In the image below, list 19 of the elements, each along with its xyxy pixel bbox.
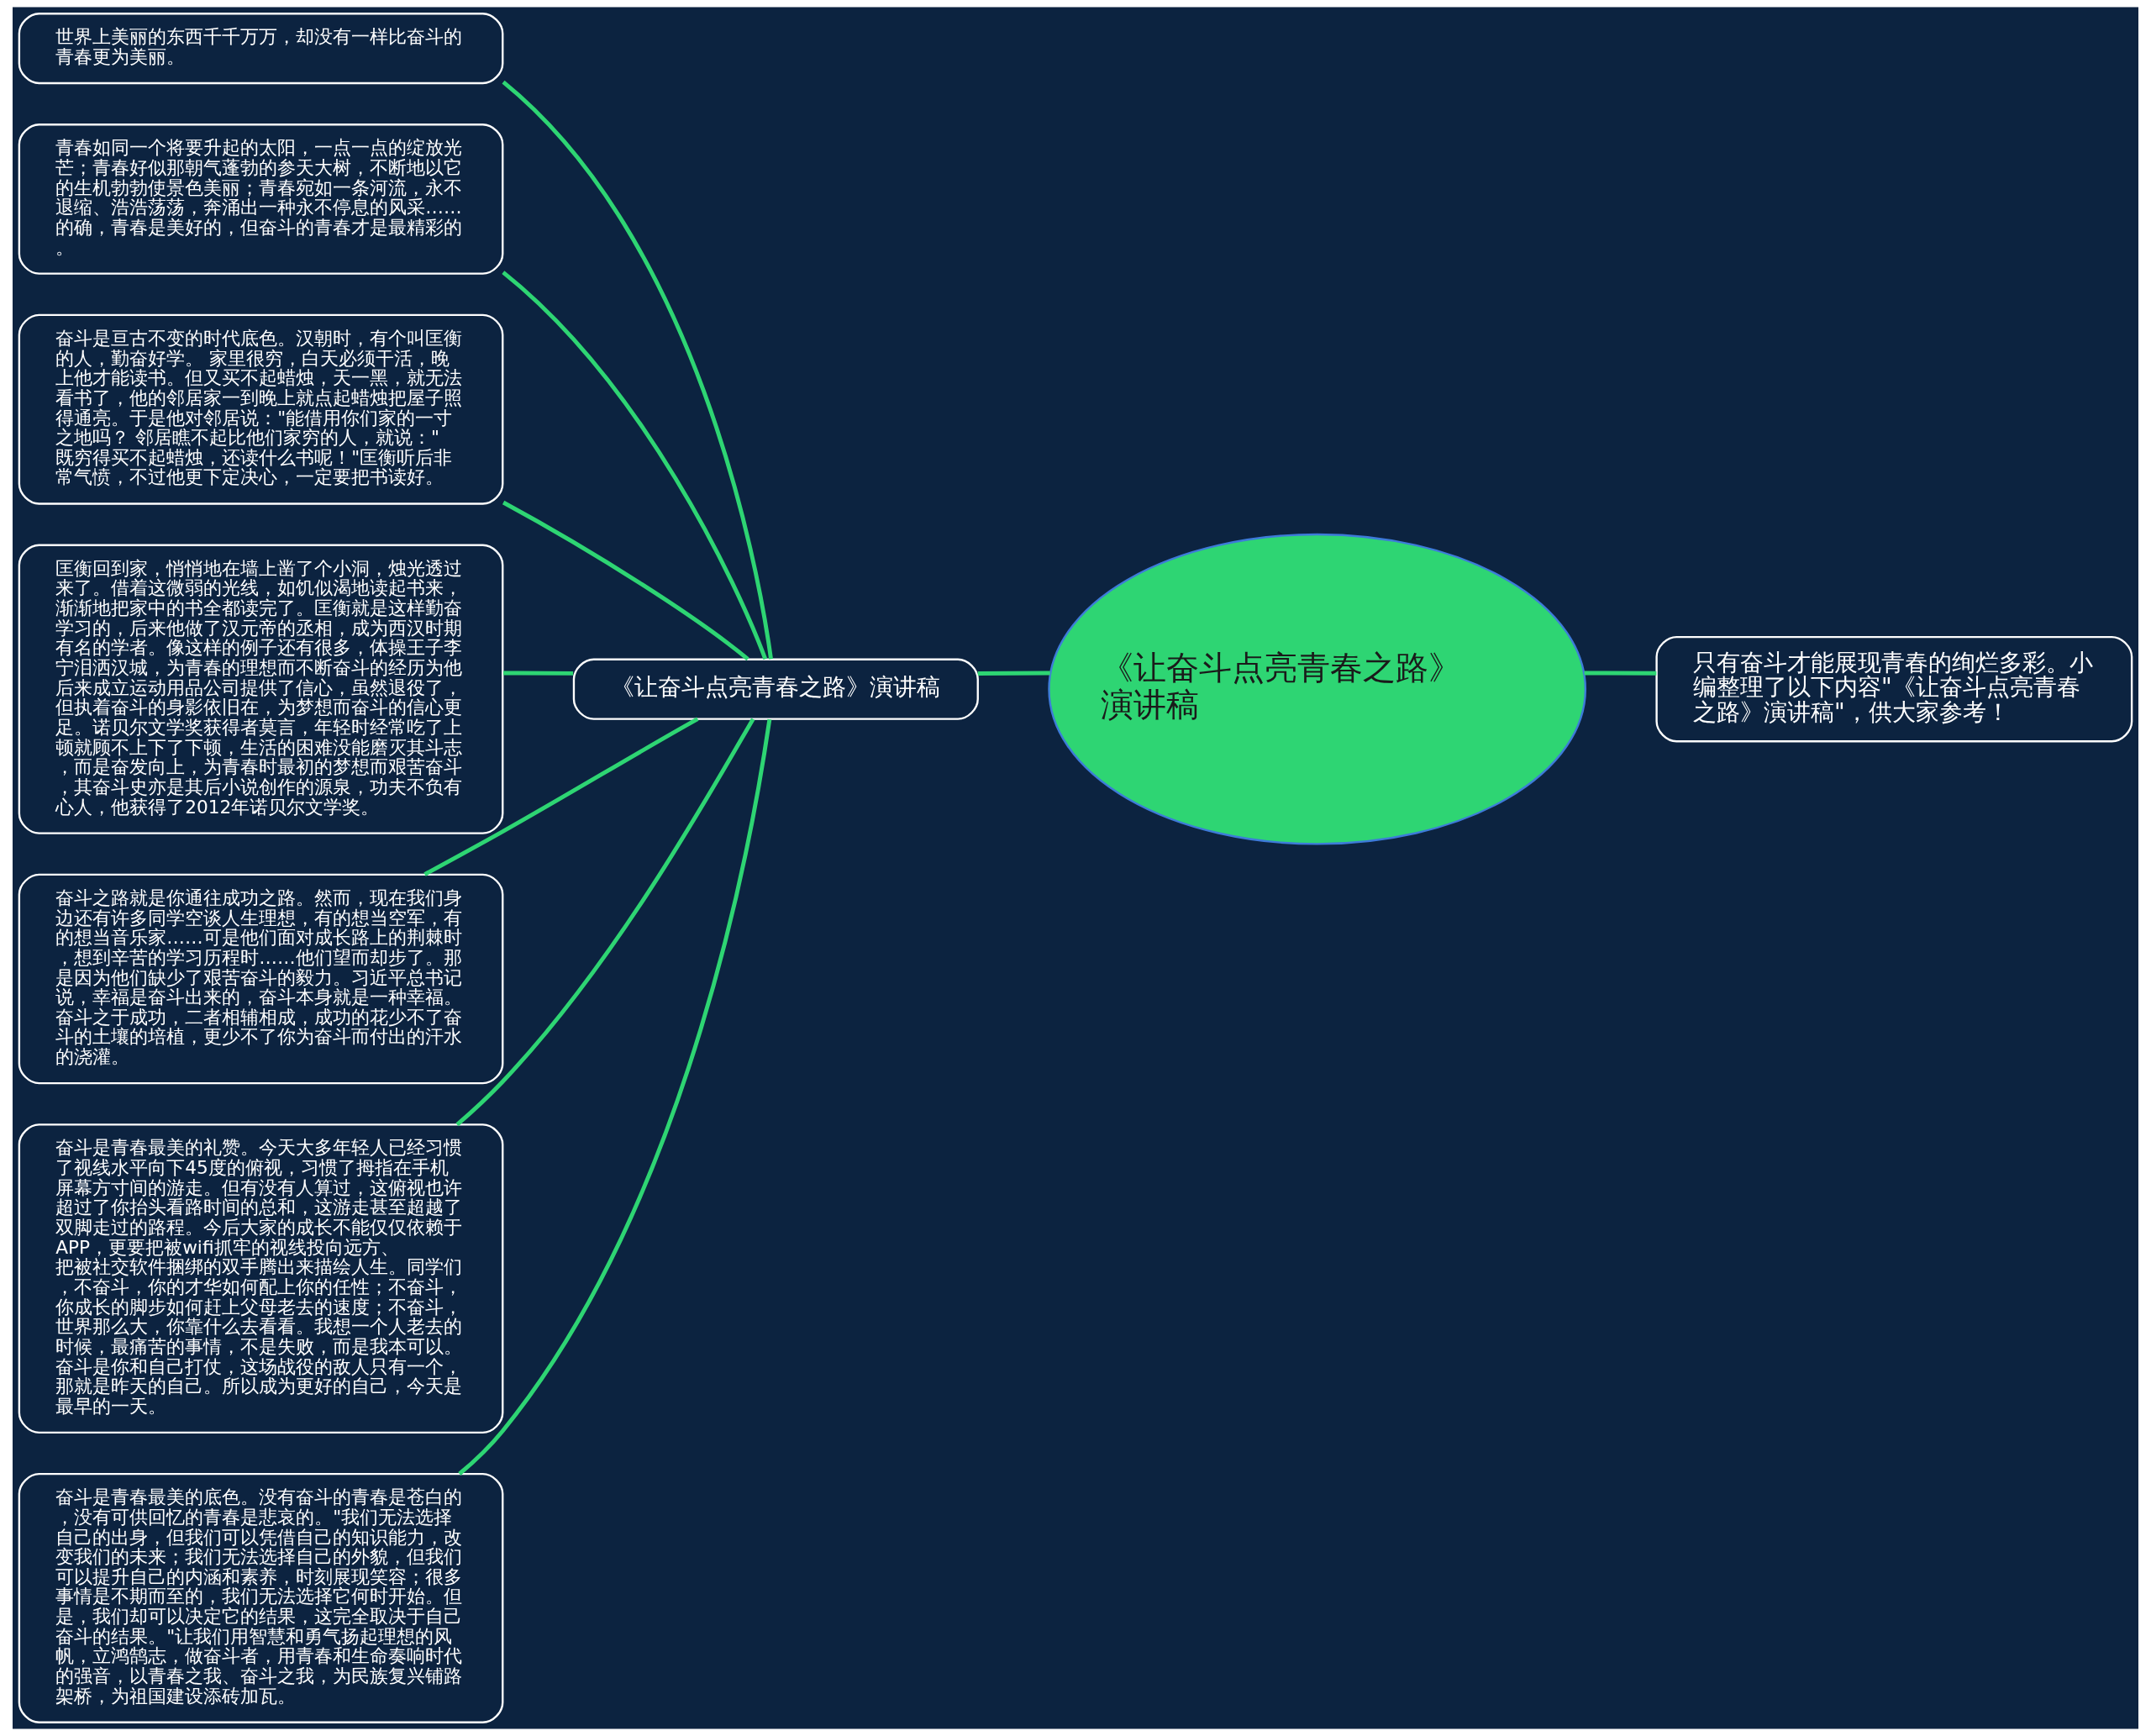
- connector: [423, 717, 699, 876]
- connector: [458, 718, 772, 1476]
- node-box: 青春如同一个将要升起的太阳，一点一点的绽放光芒；青春好似那朝气蓬勃的参天大树，不断地以它的生机勃勃使景色美丽；青春宛如一条河流，永不退缩、浩浩荡荡，奔涌出一种永不停息的风采……的确，青春是美好的，但奋斗的青春才是最精彩的。: [18, 124, 504, 275]
- connector: [502, 80, 773, 660]
- node-ellipse: 《让奋斗点亮青春之路》演讲稿: [1048, 533, 1587, 845]
- node-box: 匡衡回到家，悄悄地在墙上凿了个小洞，烛光透过来了。借着这微弱的光线，如饥似渴地读起书来，渐渐地把家中的书全都读完了。匡衡就是这样勤奋学习的，后来他做了汉元帝的丞相，成为西汉时期有名的学者。像这样的例子还有很多，体操王子李宁泪洒汉城，为青春的理想而不断奋斗的经历为他后来成立运动用品公司提供了信心，虽然退役了，但执着奋斗的身影依旧在，为梦想而奋斗的信心更足。诺贝尔文学奖获得者莫言，年轻时经常吃了上顿就顾不上下了下顿，生活的困难没能磨灭其斗志，而是奋发向上，为青春时最初的梦想而艰苦奋斗，其奋斗史亦是其后小说创作的源泉，功夫不负有心人，他获得了2012年诺贝尔文学奖。: [18, 544, 504, 834]
- node-box: 世界上美丽的东西千千万万，却没有一样比奋斗的青春更为美丽。: [18, 13, 504, 85]
- node-box: 奋斗之路就是你通往成功之路。然而，现在我们身边还有许多同学空谈人生理想，有的想当空军，有的想当音乐家……可是他们面对成长路上的荆棘时，想到辛苦的学习历程时……他们望而却步了。那是因为他们缺少了艰苦奋斗的毅力。习近平总书记说，幸福是奋斗出来的，奋斗本身就是一种幸福。奋斗之于成功，二者相辅相成，成功的花少不了奋斗的土壤的培植，更少不了你为奋斗而付出的汗水的浇灌。: [18, 873, 504, 1085]
- connector: [1584, 671, 1657, 676]
- connector: [977, 671, 1050, 676]
- connector: [503, 671, 574, 676]
- node-box: 奋斗是青春最美的礼赞。今天大多年轻人已经习惯了视线水平向下45度的俯视，习惯了拇指在手机屏幕方寸间的游走。但有没有人算过，这俯视也许超过了你抬头看路时间的总和，这游走甚至超越了双脚走过的路程。今后大家的成长不能仅仅依赖于APP，更要把被wifi抓牢的视线投向远方、把被社交软件捆绑的双手腾出来描绘人生。同学们，不奋斗，你的才华如何配上你的任性；不奋斗，你成长的脚步如何赶上父母老去的速度；不奋斗，世界那么大，你靠什么去看看。我想一个人老去的时候，最痛苦的事情，不是失败，而是我本可以。奋斗是你和自己打仗，这场战役的敌人只有一个，那就是昨天的自己。所以成为更好的自己，今天是最早的一天。: [18, 1123, 504, 1434]
- connector: [502, 271, 768, 660]
- connector: [455, 718, 755, 1127]
- node-box: 奋斗是亘古不变的时代底色。汉朝时，有个叫匡衡的人，勤奋好学。 家里很穷，白天必须干活，晚上他才能读书。但又买不起蜡烛，天一黑，就无法看书了，他的邻居家一到晚上就点起蜡烛把屋子照得通亮。于是他对邻居说："能借用你们家的一寸之地吗？ 邻居瞧不起比他们家穷的人，就说："既穷得买不起蜡烛，还读什么书呢！"匡衡听后非常气愤，不过他更下定决心，一定要把书读好。: [18, 313, 504, 505]
- node-box: 奋斗是青春最美的底色。没有奋斗的青春是苍白的，没有可供回忆的青春是悲哀的。"我们无法选择自己的出身，但我们可以凭借自己的知识能力，改变我们的未来；我们无法选择自己的外貌，但我们可以提升自己的内涵和素养，时刻展现笑容；很多事情是不期而至的，我们无法选择它何时开始。但是，我们却可以决定它的结果，这完全取决于自己奋斗的结果。"让我们用智慧和勇气扬起理想的风帆，立鸿鹄志，做奋斗者，用青春和生命奏响时代的强音，以青春之我、奋斗之我，为民族复兴铺路架桥，为祖国建设添砖加瓦。: [18, 1473, 504, 1723]
- node-box: 《让奋斗点亮青春之路》演讲稿: [572, 658, 979, 720]
- connector: [502, 500, 749, 661]
- node-box: 只有奋斗才能展现青春的绚烂多彩。小编整理了以下内容"《让奋斗点亮青春之路》演讲稿"，供大家参考！: [1655, 635, 2133, 743]
